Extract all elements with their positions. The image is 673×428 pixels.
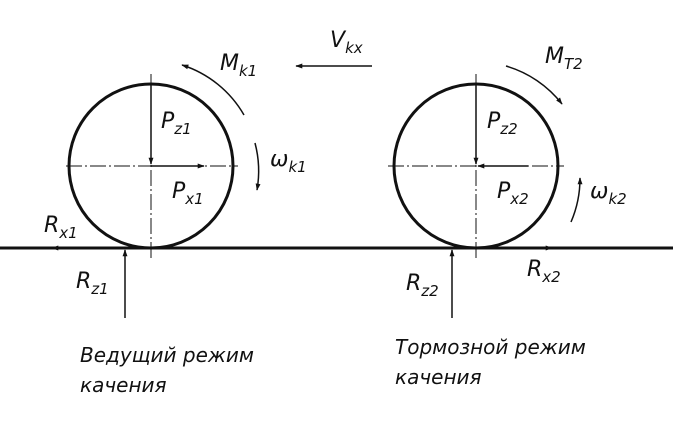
wheel-right-rz-label: Rz2: [406, 271, 439, 300]
wheel-left-moment-arc: [181, 64, 245, 116]
velocity-label: Vkx: [330, 28, 363, 57]
wheel-left-moment-label: Mk1: [220, 51, 257, 80]
wheel-right-px-label: Px2: [497, 179, 529, 208]
wheel-right: MT2 Pz2 Px2 ωk2 Rx2 Rz2 Тормозной режим …: [388, 44, 627, 389]
wheel-right-omega-arc: [570, 177, 583, 223]
wheel-left-caption-line2: качения: [80, 373, 167, 397]
wheel-left: Mk1 Pz1 Px1 ωk1 Rx1 Rz1 Ведущий режим ка…: [44, 51, 307, 397]
wheel-right-moment-arc: [505, 65, 563, 105]
wheel-right-rx-label: Rx2: [527, 257, 561, 286]
wheel-left-omega-label: ωk1: [270, 147, 307, 176]
wheel-right-pz-label: Pz2: [487, 109, 518, 138]
wheel-right-caption-line1: Тормозной режим: [395, 335, 586, 359]
wheel-left-pz-label: Pz1: [161, 109, 192, 138]
wheel-left-rx-label: Rx1: [44, 213, 78, 242]
wheel-right-omega-label: ωk2: [590, 179, 627, 208]
wheel-left-caption-line1: Ведущий режим: [80, 343, 254, 367]
wheel-right-moment-label: MT2: [545, 44, 583, 73]
wheel-left-px-label: Px1: [172, 179, 204, 208]
wheel-left-rz-label: Rz1: [76, 269, 109, 298]
wheel-left-omega-arc: [254, 142, 261, 191]
wheel-right-caption-line2: качения: [395, 365, 482, 389]
